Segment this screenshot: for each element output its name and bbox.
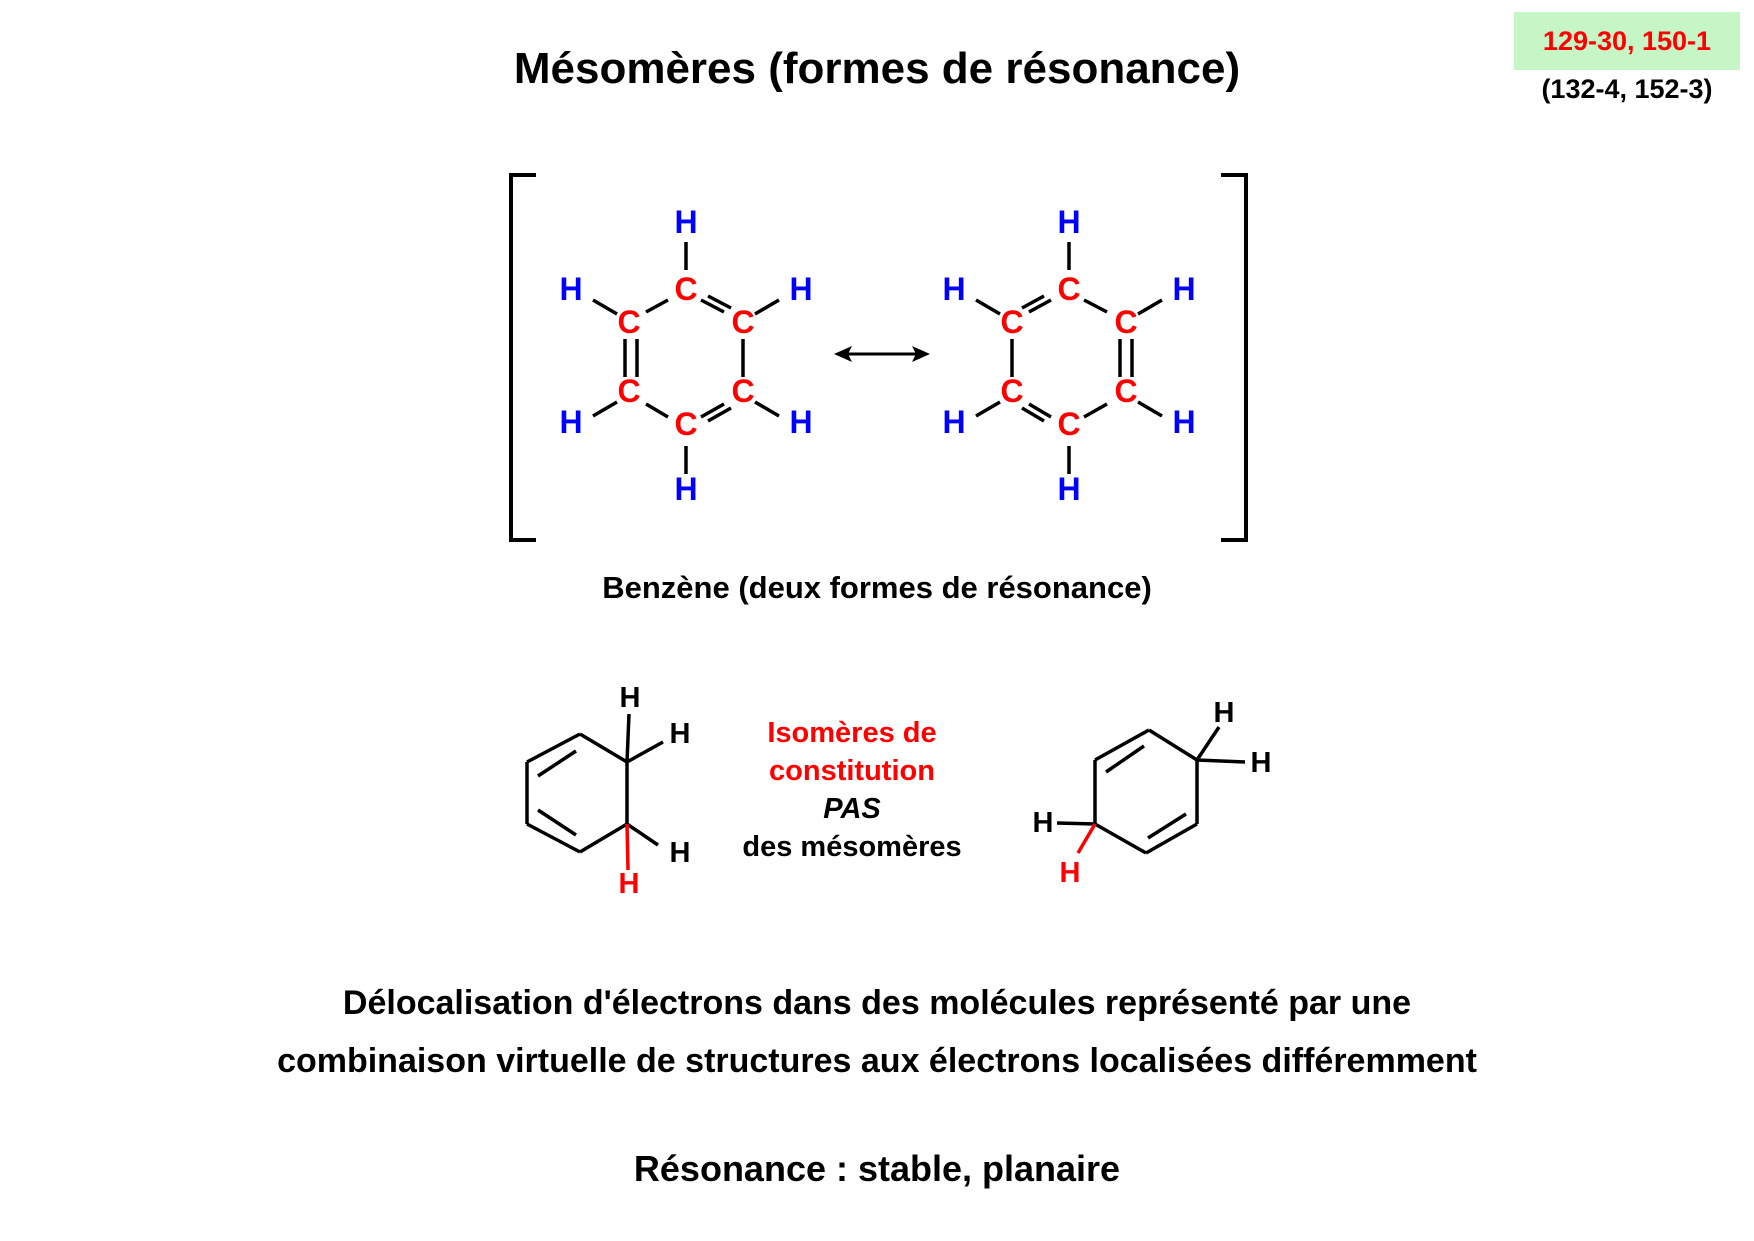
page-reference-badge: 129-30, 150-1 <box>1514 12 1740 70</box>
isomer-annotation-line-2: constitution <box>769 755 935 787</box>
hydrogen-atom: H <box>674 471 697 507</box>
cyclohexadiene-1-3-structure: H H H H <box>525 682 691 900</box>
carbon-atom: C <box>1114 373 1137 409</box>
carbon-atom: C <box>617 304 640 340</box>
carbon-atom: C <box>731 304 754 340</box>
hydrogen-atom: H <box>1057 204 1080 240</box>
carbon-atom: C <box>1000 304 1023 340</box>
hydrogen-atom: H <box>670 718 691 750</box>
carbon-atom: C <box>1057 406 1080 442</box>
carbon-atom: C <box>617 373 640 409</box>
delocalization-definition: Délocalisation d'électrons dans des molé… <box>0 974 1754 1090</box>
definition-line-1: Délocalisation d'électrons dans des molé… <box>342 984 1412 1022</box>
hydrogen-atom: H <box>942 271 965 307</box>
benzene-resonance-form-1: C C C C C C H H H H H H <box>559 204 812 507</box>
hydrogen-atom: H <box>1033 807 1054 839</box>
hydrogen-atom: H <box>942 404 965 440</box>
hydrogen-atom: H <box>789 271 812 307</box>
hydrogen-atom-highlighted: H <box>619 868 640 900</box>
hydrogen-atom: H <box>1172 271 1195 307</box>
carbon-atom: C <box>731 373 754 409</box>
resonance-arrow <box>834 346 930 362</box>
hydrogen-atom: H <box>559 404 582 440</box>
resonance-note: Résonance : stable, planaire <box>633 1148 1121 1189</box>
carbon-atom: C <box>1000 373 1023 409</box>
isomer-annotation: Isomères de constitution PAS des mésomèr… <box>700 714 1004 866</box>
hydrogen-atom: H <box>670 837 691 869</box>
hydrogen-atom: H <box>620 682 641 714</box>
hydrogen-atom-highlighted: H <box>1060 857 1081 889</box>
hydrogen-atom: H <box>789 404 812 440</box>
resonance-bracket-left <box>509 173 536 542</box>
hydrogen-atom: H <box>1057 471 1080 507</box>
hydrogen-atom: H <box>674 204 697 240</box>
hydrogen-atom: H <box>559 271 582 307</box>
cyclohexadiene-1-4-structure: H H H H <box>1033 697 1272 889</box>
definition-line-2: combinaison virtuelle de structures aux … <box>277 1042 1477 1080</box>
isomer-annotation-line-3: PAS <box>823 793 881 825</box>
hydrogen-atom: H <box>1251 747 1272 779</box>
carbon-atom: C <box>1114 304 1137 340</box>
isomer-annotation-line-1: Isomères de <box>767 717 937 749</box>
hydrogen-atom: H <box>1172 404 1195 440</box>
benzene-caption: Benzène (deux formes de résonance) <box>602 570 1152 605</box>
resonance-bracket-right <box>1221 173 1248 542</box>
isomer-annotation-line-4: des mésomères <box>742 831 962 863</box>
page-title: Mésomères (formes de résonance) <box>513 44 1241 93</box>
carbon-atom: C <box>674 271 697 307</box>
benzene-resonance-form-2: C C C C C C H H H H H H <box>942 204 1195 507</box>
alternate-page-reference: (132-4, 152-3) <box>1541 74 1713 104</box>
carbon-atom: C <box>1057 271 1080 307</box>
hydrogen-atom: H <box>1214 697 1235 729</box>
carbon-atom: C <box>674 406 697 442</box>
